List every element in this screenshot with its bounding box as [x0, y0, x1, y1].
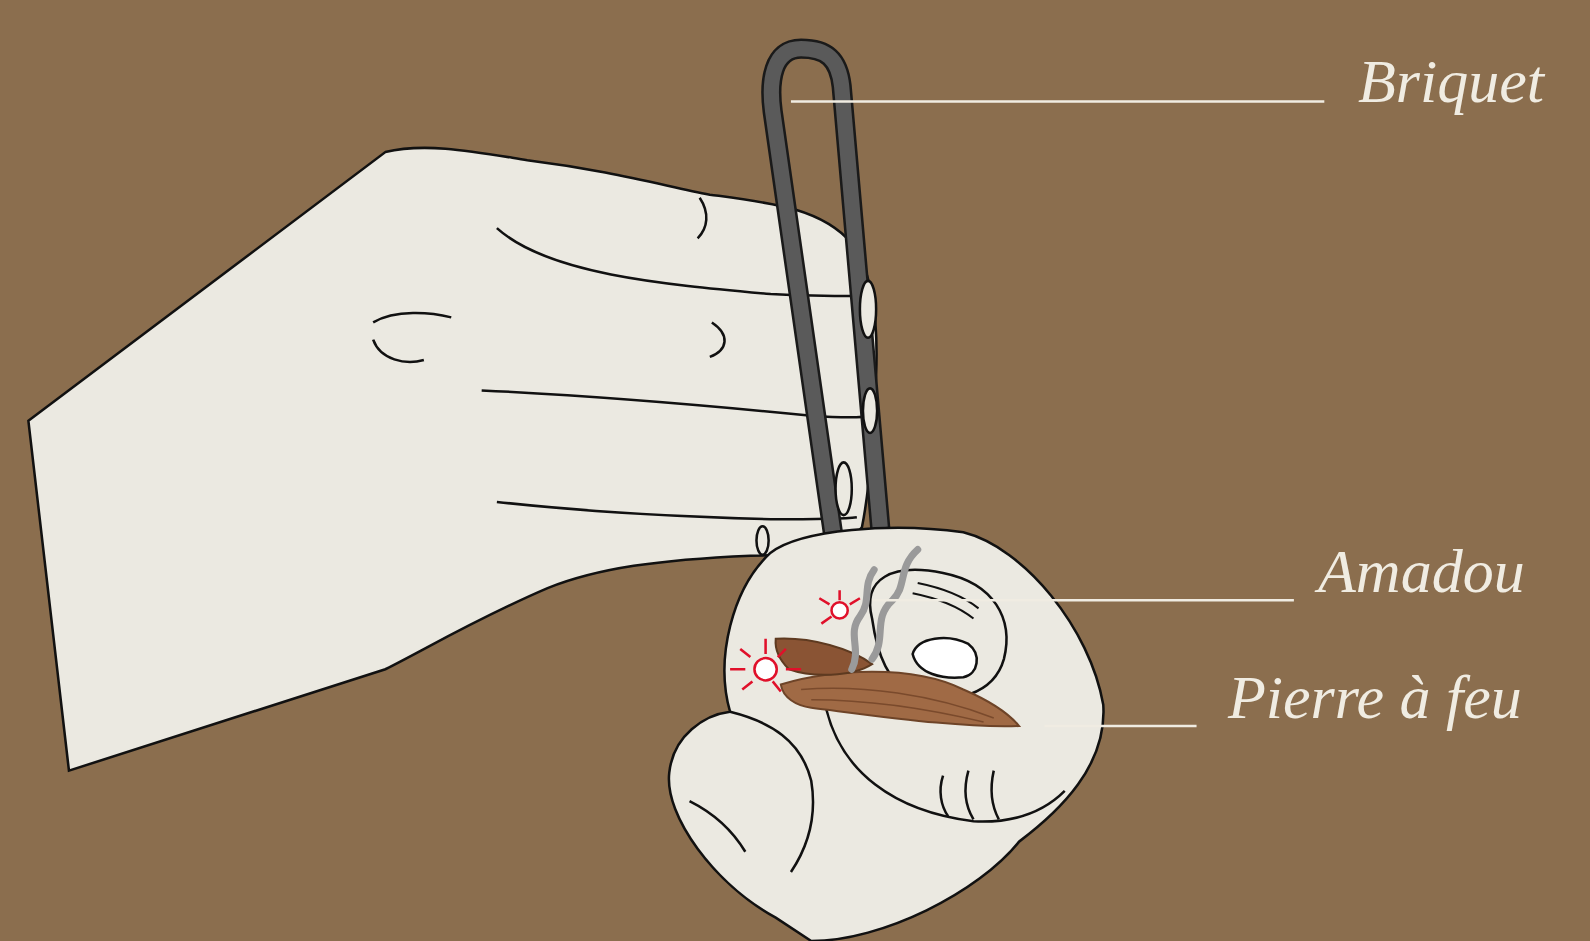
- part-label: Briquet: [1358, 50, 1544, 112]
- smoke: [852, 550, 918, 670]
- sparks: [730, 590, 860, 691]
- steel-striker: [771, 49, 880, 555]
- leader-lines: [791, 101, 1324, 726]
- fist-lines: [690, 710, 1065, 872]
- flint-texture: [801, 688, 994, 722]
- fingernails: [756, 281, 877, 555]
- part-label: Amadou: [1318, 540, 1525, 602]
- right-fist: [669, 528, 1104, 941]
- flint-stone: [781, 672, 1019, 727]
- thumbnail: [913, 638, 977, 678]
- part-label: Pierre à feu: [1228, 666, 1522, 728]
- steel-striker-fill: [771, 49, 880, 555]
